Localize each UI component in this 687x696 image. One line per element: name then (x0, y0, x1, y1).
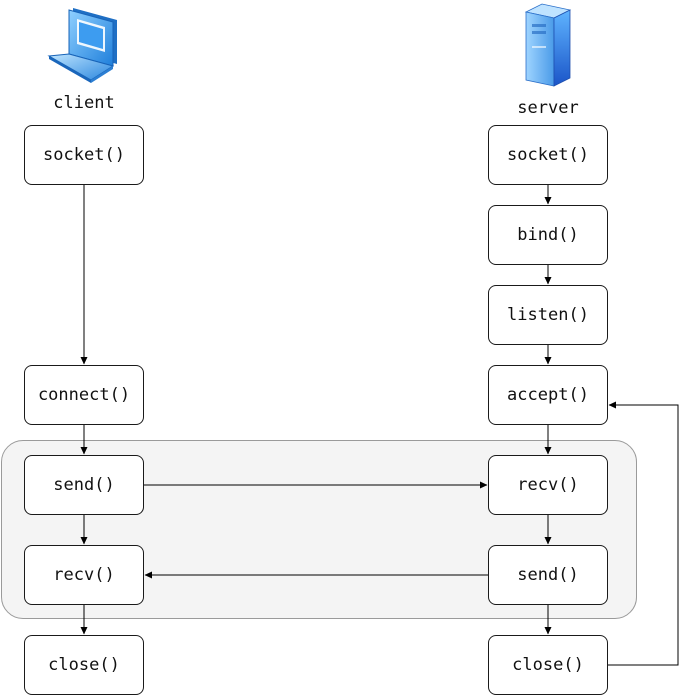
server-send-node: send() (488, 545, 608, 605)
server-label: server (517, 98, 579, 118)
laptop-icon (47, 6, 121, 84)
server-socket-node: socket() (488, 125, 608, 185)
edge-server-close-to-accept (608, 401, 679, 666)
client-recv-node: recv() (24, 545, 144, 605)
server-tower-icon (522, 2, 574, 88)
client-connect-node: connect() (24, 365, 144, 425)
server-close-node: close() (488, 635, 608, 695)
client-label: client (53, 93, 115, 113)
server-recv-node: recv() (488, 455, 608, 515)
client-send-node: send() (24, 455, 144, 515)
server-listen-node: listen() (488, 285, 608, 345)
client-close-node: close() (24, 635, 144, 695)
server-bind-node: bind() (488, 205, 608, 265)
server-accept-node: accept() (488, 365, 608, 425)
client-socket-node: socket() (24, 125, 144, 185)
